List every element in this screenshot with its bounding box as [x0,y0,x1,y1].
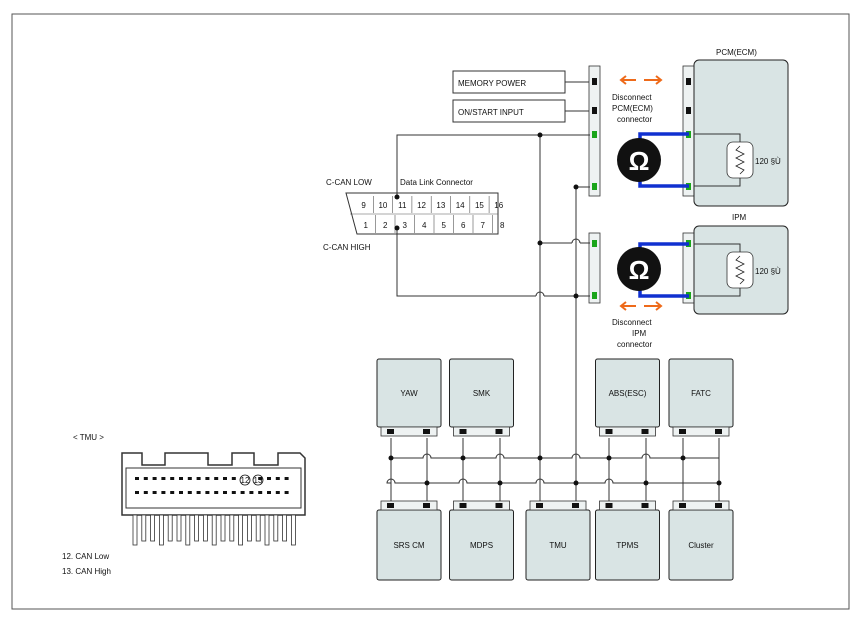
ohmmeter-pcm-icon [617,138,661,182]
module-label: YAW [400,389,418,398]
tmu-pin-12: 12 [241,476,250,485]
can-high-label: C-CAN HIGH [323,243,371,252]
module-yaw: YAW [376,358,442,437]
dlc-pin-1: 1 [364,221,369,230]
tmu-legend-2: 13. CAN High [62,567,111,576]
dlc-pin-3: 3 [403,221,408,230]
tmu-legend-1: 12. CAN Low [62,552,109,561]
module-label: MDPS [470,541,493,550]
dlc-top-pin-row: 9 10 11 12 13 14 15 16 [350,196,504,215]
dlc-pin-14: 14 [456,201,465,210]
module-label: ABS(ESC) [609,389,647,398]
pcm-disconnect-line3: connector [617,115,652,124]
module-label: SMK [473,389,491,398]
module-tpms: TPMS [595,500,660,581]
on-start-label: ON/START INPUT [458,108,524,117]
module-smk: SMK [449,358,514,437]
dlc-pin-10: 10 [378,201,387,210]
pcm-title: PCM(ECM) [716,48,757,57]
pcm-resistance: 120 §Ù [755,157,781,166]
ipm-resistance: 120 §Ù [755,267,781,276]
dlc-pin-16: 16 [494,201,503,210]
data-link-connector [345,192,499,235]
module-label: SRS CM [393,541,424,550]
dlc-pin-15: 15 [475,201,484,210]
module-mdps: MDPS [449,500,514,581]
module-label: TMU [549,541,567,550]
module-label: FATC [691,389,711,398]
dlc-pin-7: 7 [481,221,486,230]
tmu-connector-drawing: 12 13 [121,452,306,546]
pcm-disconnect-line2: PCM(ECM) [612,104,653,113]
ipm-title: IPM [732,213,747,222]
dlc-pin-9: 9 [361,201,366,210]
ipm-disconnect-line1: Disconnect [612,318,652,327]
can-low-label: C-CAN LOW [326,178,372,187]
omega-symbol-ipm: Ω [629,255,650,285]
upper-modules: YAW SMK ABS(ESC) FATC [376,358,734,437]
dlc-title: Data Link Connector [400,178,473,187]
module-tmu: TMU [525,500,591,581]
omega-symbol-pcm: Ω [629,146,650,176]
dlc-pin-4: 4 [422,221,427,230]
lower-modules: SRS CM MDPS TMU TPMS Cluster [376,500,734,581]
ipm-harness-connector [588,232,601,304]
tmu-connector-title: < TMU > [73,433,104,442]
ipm-disconnect-line2: IPM [632,329,647,338]
dlc-bottom-pin-row: 1 2 3 4 5 6 7 8 [364,215,505,233]
dlc-pin-12: 12 [417,201,426,210]
tmu-pin-13: 13 [254,476,263,485]
dlc-pin-13: 13 [436,201,445,210]
module-srs-cm: SRS CM [376,500,442,581]
module-cluster: Cluster [668,500,734,581]
diagram-frame [11,13,850,610]
can-bus-network [386,438,722,505]
pcm-module [693,59,789,207]
module-label: Cluster [688,541,714,550]
dlc-pin-8: 8 [500,221,505,230]
memory-power-label: MEMORY POWER [458,79,526,88]
dlc-pin-5: 5 [442,221,447,230]
ohmmeter-ipm-icon [617,247,661,291]
ipm-disconnect-line3: connector [617,340,652,349]
module-abs-esc-: ABS(ESC) [595,358,660,437]
dlc-pin-11: 11 [398,201,407,210]
pcm-disconnect-line1: Disconnect [612,93,652,102]
dlc-pin-2: 2 [383,221,388,230]
dlc-pin-6: 6 [461,221,466,230]
module-label: TPMS [616,541,638,550]
module-fatc: FATC [668,358,734,437]
